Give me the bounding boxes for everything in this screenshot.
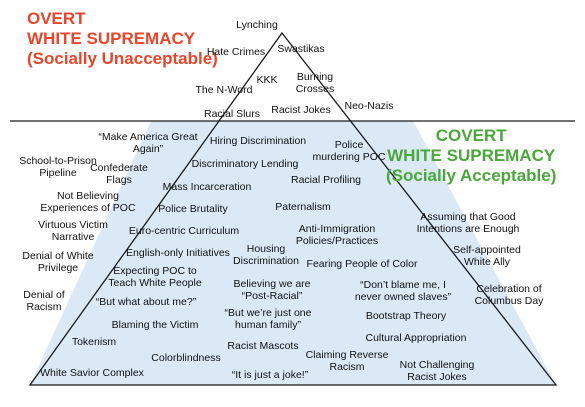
label-racial-profiling: Racial Profiling: [290, 174, 362, 186]
covert-title-line-2: WHITE SUPREMACY: [387, 146, 556, 165]
overt-title-line-1: OVERT: [27, 9, 86, 28]
covert-title-line-3: (Socially Acceptable): [386, 166, 557, 185]
label-cultural-appropriation: Cultural Appropriation: [365, 332, 467, 344]
label-kkk: KKK: [256, 74, 278, 86]
covert-title-line-1: COVERT: [435, 126, 507, 145]
label-racist-mascots: Racist Mascots: [227, 340, 299, 352]
label-denial-white-privilege: Denial of White Privilege: [22, 250, 94, 274]
pyramid-outline: [28, 31, 558, 386]
label-english-only: English-only Initiatives: [126, 247, 230, 259]
label-neo-nazis: Neo-Nazis: [344, 100, 394, 112]
label-lynching: Lynching: [236, 19, 278, 31]
label-discriminatory-lending: Discriminatory Lending: [191, 158, 299, 170]
label-not-challenging-jokes: Not Challenging Racist Jokes: [399, 359, 475, 383]
label-paternalism: Paternalism: [275, 201, 331, 213]
label-not-believing: Not Believing Experiences of POC: [40, 190, 136, 214]
label-racist-jokes: Racist Jokes: [271, 104, 331, 116]
label-blaming-victim: Blaming the Victim: [111, 319, 199, 331]
label-police-brutality: Police Brutality: [158, 203, 228, 215]
pyramid-lower-section: [30, 121, 556, 385]
label-police-murdering-poc: Police murdering POC: [312, 139, 386, 163]
label-tokenism: Tokenism: [71, 336, 117, 348]
label-mass-incarceration: Mass Incarceration: [162, 181, 252, 193]
label-dont-blame-me: “Don’t blame me, I never owned slaves”: [354, 279, 452, 303]
label-virtuous-victim: Virtuous Victim Narrative: [38, 219, 108, 243]
covert-title: COVERT WHITE SUPREMACY (Socially Accepta…: [386, 126, 556, 186]
label-colorblindness: Colorblindness: [151, 352, 221, 364]
label-swastikas: Swastikas: [277, 43, 325, 55]
label-self-appointed-ally: Self-appointed White Ally: [453, 244, 521, 268]
label-one-human-family: “But we’re just one human family”: [224, 307, 312, 331]
label-fearing-poc: Fearing People of Color: [306, 258, 418, 270]
label-denial-racism: Denial of Racism: [23, 289, 65, 313]
label-claiming-reverse-racism: Claiming Reverse Racism: [305, 349, 389, 373]
label-anti-immigration: Anti-Immigration Policies/Practices: [295, 223, 379, 247]
label-make-america-great: “Make America Great Again”: [98, 131, 198, 155]
label-post-racial: Believing we are “Post-Racial”: [233, 278, 311, 302]
label-n-word: The N-Word: [195, 84, 253, 96]
label-school-to-prison: School-to-Prison Pipeline: [19, 155, 97, 179]
label-white-savior-complex: White Savior Complex: [40, 367, 144, 379]
label-confederate-flags: Confederate Flags: [90, 162, 148, 186]
label-columbus-day: Celebration of Columbus Day: [474, 283, 544, 307]
overt-title: OVERT WHITE SUPREMACY (Socially Unaccept…: [27, 9, 218, 69]
label-hate-crimes: Hate Crimes: [206, 46, 266, 58]
label-hiring-discrimination: Hiring Discrimination: [209, 135, 307, 147]
label-just-a-joke: “It is just a joke!”: [231, 369, 309, 381]
label-racial-slurs: Racial Slurs: [203, 108, 261, 120]
label-what-about-me: “But what about me?”: [95, 296, 197, 308]
label-bootstrap-theory: Bootstrap Theory: [365, 310, 447, 322]
label-expecting-poc: Expecting POC to Teach White People: [108, 265, 202, 289]
label-assuming-good-intentions: Assuming that Good Intentions are Enough: [416, 211, 520, 235]
label-housing-discrimination: Housing Discrimination: [233, 243, 299, 267]
overt-title-line-2: WHITE SUPREMACY: [27, 29, 196, 48]
overt-title-line-3: (Socially Unacceptable): [27, 49, 218, 68]
label-eurocentric-curriculum: Euro-centric Curriculum: [128, 225, 240, 237]
label-burning-crosses: Burning Crosses: [295, 71, 335, 95]
